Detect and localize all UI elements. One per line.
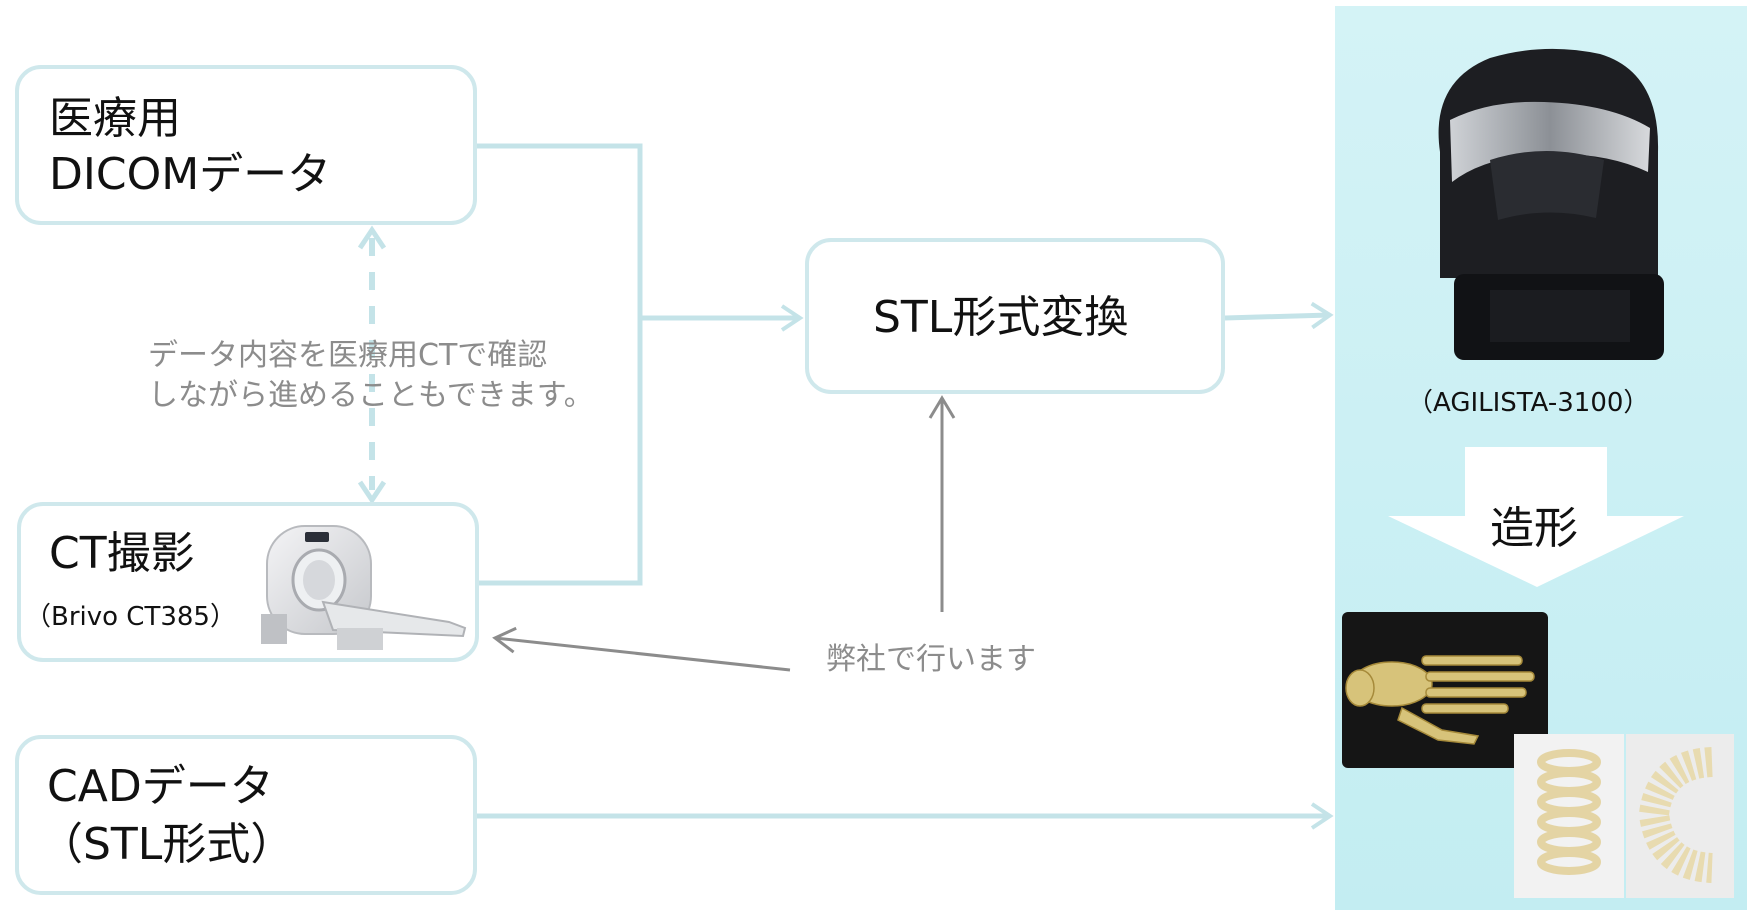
fabrication-label: 造形 <box>1490 503 1578 554</box>
ct-scan-box: CT撮影 （Brivo CT385） <box>17 502 479 662</box>
company-to-ct-arrow <box>492 626 791 672</box>
stl-conversion-label: STL形式変換 <box>873 292 1129 343</box>
stl-conversion-box: STL形式変換 <box>805 238 1225 394</box>
company-note: 弊社で行います <box>826 642 1036 677</box>
hand-bone-model-photo <box>1342 612 1548 768</box>
spring-model-photo-left <box>1514 734 1624 898</box>
verify-note-line1: データ内容を医療用CTで確認 <box>148 338 548 373</box>
dicom-line1: 医療用 <box>49 93 181 144</box>
ct-scanner-image <box>261 525 467 650</box>
verify-arrow-up <box>357 225 387 250</box>
printer-model-label: （AGILISTA-3100） <box>1407 388 1650 418</box>
cad-line1: CADデータ <box>47 761 274 812</box>
dicom-data-box: 医療用 DICOMデータ <box>15 65 477 225</box>
ct-model-label: （Brivo CT385） <box>25 602 236 632</box>
dicom-line2: DICOMデータ <box>49 149 332 200</box>
cad-data-box: CADデータ （STL形式） <box>15 735 477 895</box>
stl-to-printer-arrow <box>1224 301 1334 330</box>
ct-title: CT撮影 <box>49 528 195 579</box>
verify-note-line2: しながら進めることもできます。 <box>148 378 594 413</box>
verify-arrow-down <box>357 480 387 505</box>
cad-line2: （STL形式） <box>39 819 295 870</box>
spring-model-photo-right <box>1626 734 1734 898</box>
3d-printer-image <box>1438 48 1664 360</box>
